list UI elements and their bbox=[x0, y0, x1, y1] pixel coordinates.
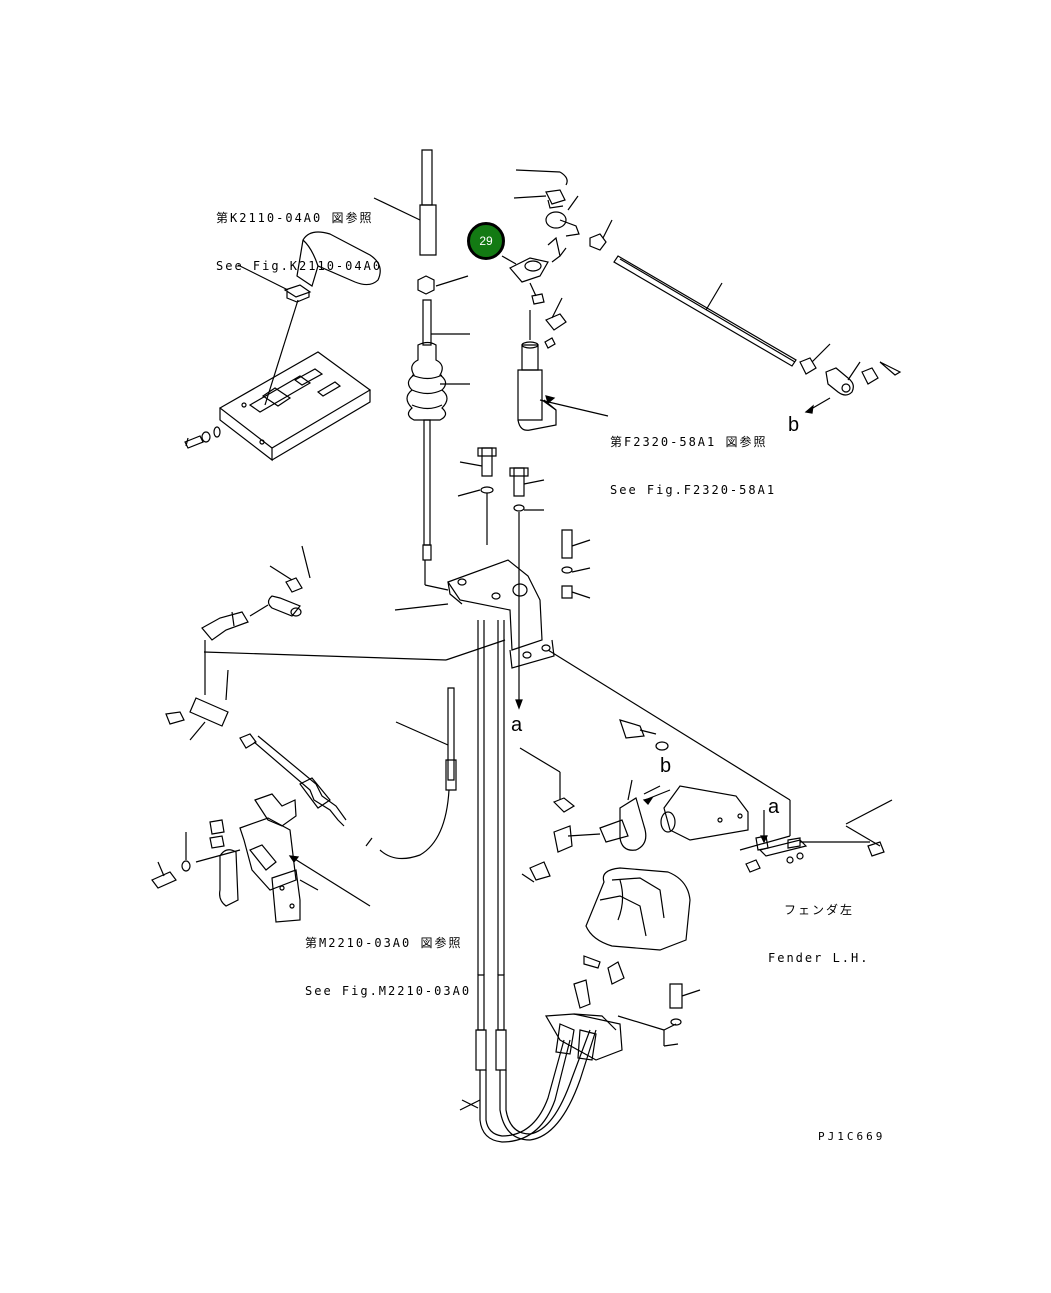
reference-f2320-jp: 第F2320-58A1 図参照 bbox=[610, 435, 768, 449]
shift-lever-handle bbox=[237, 231, 381, 406]
lever-cylinder bbox=[517, 341, 609, 431]
reference-fender: フェンダ左 Fender L.H. bbox=[768, 870, 869, 982]
marker-b-mid: b bbox=[660, 755, 672, 777]
shift-guide-plate bbox=[218, 351, 372, 462]
marker-a-center: a bbox=[511, 714, 523, 736]
marker-a-right: a bbox=[768, 796, 780, 818]
reference-f2320-en: See Fig.F2320-58A1 bbox=[610, 483, 777, 497]
reference-fender-en: Fender L.H. bbox=[768, 951, 870, 965]
callout-29[interactable]: 29 bbox=[467, 222, 505, 260]
reference-m2210: 第M2210-03A0 図参照 See Fig.M2210-03A0 bbox=[305, 903, 471, 1015]
drawing-code: PJ1C669 bbox=[818, 1130, 886, 1143]
reference-k2110-en: See Fig.K2110-04A0 bbox=[216, 259, 383, 273]
reference-f2320: 第F2320-58A1 図参照 See Fig.F2320-58A1 bbox=[610, 402, 776, 514]
arrow-b-mid bbox=[642, 789, 671, 805]
reference-k2110-jp: 第K2110-04A0 図参照 bbox=[216, 211, 374, 225]
reference-k2110: 第K2110-04A0 図参照 See Fig.K2110-04A0 bbox=[216, 178, 382, 290]
pedal-bracket-assembly bbox=[151, 793, 371, 923]
long-link-rod bbox=[613, 255, 902, 414]
lever-bracket-cluster bbox=[501, 169, 613, 349]
mid-cable bbox=[365, 687, 457, 860]
reference-fender-jp: フェンダ左 bbox=[784, 903, 855, 917]
center-mounting-bracket bbox=[394, 447, 591, 710]
bolt-washer-left bbox=[184, 426, 221, 449]
left-linkage-assembly bbox=[165, 545, 506, 827]
upper-control-rod bbox=[373, 149, 470, 346]
right-linkage-assembly bbox=[519, 649, 893, 883]
control-cables bbox=[459, 620, 597, 1143]
reference-m2210-jp: 第M2210-03A0 図参照 bbox=[305, 936, 463, 950]
shift-valve-unit bbox=[544, 867, 701, 1061]
rubber-boot bbox=[406, 341, 470, 561]
marker-b-top: b bbox=[788, 414, 800, 436]
reference-m2210-en: See Fig.M2210-03A0 bbox=[305, 984, 472, 998]
